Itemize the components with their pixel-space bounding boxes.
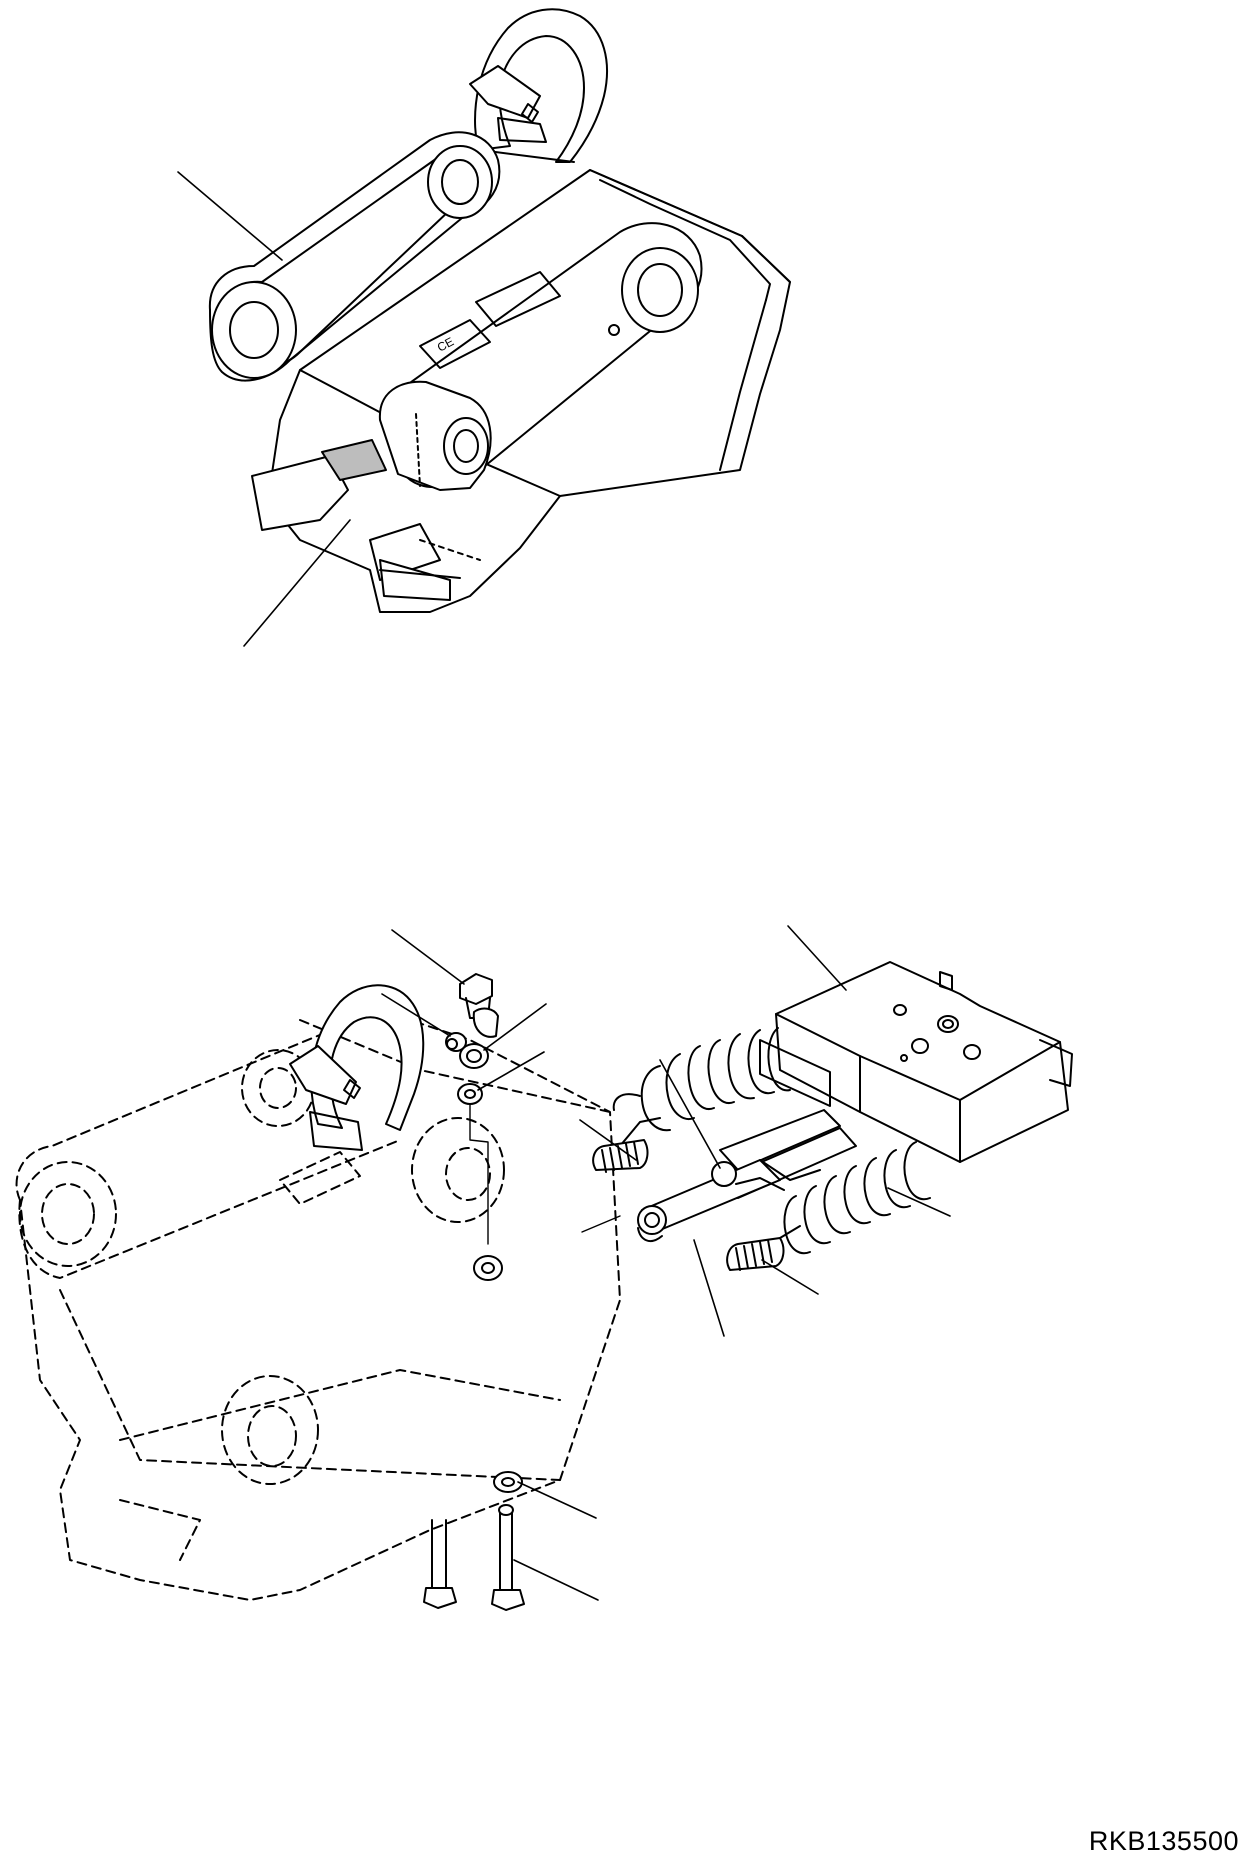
leader-hex-plug [392, 930, 464, 984]
washer-bottom [494, 1472, 522, 1492]
lifting-hook [470, 9, 607, 162]
leader-bolt [514, 1560, 598, 1600]
leader-valve-block [788, 926, 846, 990]
coupler-assembly-exploded [17, 926, 1072, 1610]
washer [458, 1084, 482, 1104]
bolt-left [432, 1520, 446, 1588]
bolt-right [500, 1510, 512, 1590]
leader-rod-upper [580, 1120, 636, 1160]
callout-leaders-top [178, 172, 350, 646]
leader-underside-block [244, 520, 350, 646]
drawing-code: RKB135500 [1088, 1826, 1239, 1856]
leader-frame [178, 172, 282, 260]
leader-o-ring [484, 1004, 546, 1050]
piston-tubes [638, 1110, 856, 1241]
leader-nipple [382, 994, 450, 1036]
rod-upper [593, 1118, 660, 1172]
grease-fitting-stack [446, 974, 502, 1280]
hydraulic-cylinder-assembly [582, 962, 1072, 1270]
leader-washer [478, 1052, 544, 1090]
spring-upper [614, 1028, 790, 1130]
leader-washer-bottom [518, 1482, 596, 1518]
svg-text:CE: CE [435, 334, 456, 354]
rod-lower [727, 1226, 800, 1270]
leader-rod-lower [762, 1260, 818, 1294]
leader-spring-lower [888, 1188, 950, 1216]
coupler-assembly-top: CE [178, 9, 790, 646]
bottom-bolts [424, 1472, 524, 1610]
spring-lower [784, 1142, 930, 1253]
hex-plug [460, 974, 492, 1004]
leader-pin [660, 1060, 720, 1168]
lifting-hook-exploded [290, 985, 423, 1150]
leader-piston [694, 1240, 724, 1336]
o-ring [460, 1044, 488, 1068]
valve-block [776, 962, 1068, 1162]
callout-leaders-exploded [382, 926, 950, 1600]
frame-body: CE [210, 132, 790, 612]
elbow-fitting [474, 1009, 498, 1037]
